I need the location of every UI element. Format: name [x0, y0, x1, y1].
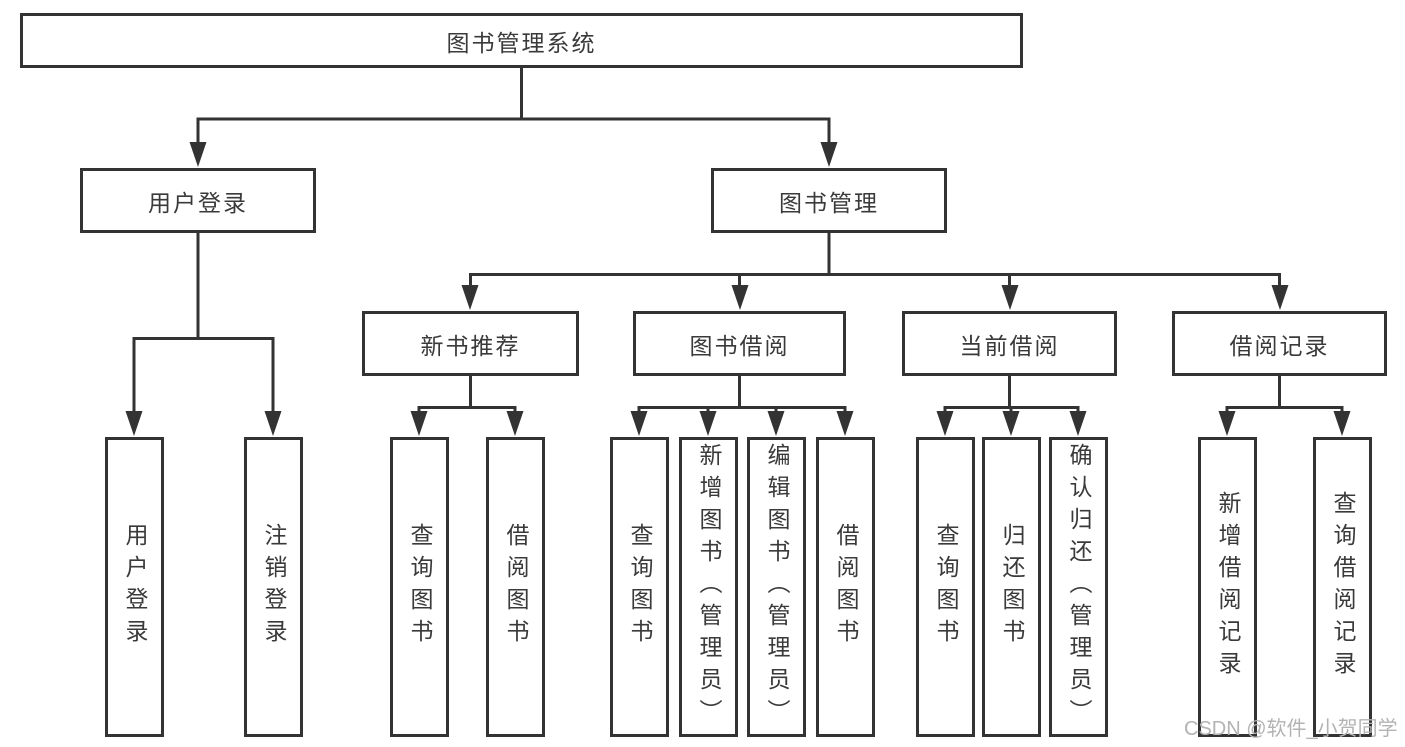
- leaf-add-borrow-record: 新增借阅记录: [1198, 437, 1257, 737]
- leaf-label: 查询图书: [407, 523, 433, 651]
- watermark: CSDN @软件_小贺同学: [1184, 718, 1398, 740]
- leaf-label: 编辑图书（管理员）: [764, 443, 790, 731]
- leaf-label: 查询图书: [933, 523, 959, 651]
- leaf-edit-book-admin: 编辑图书（管理员）: [747, 437, 806, 737]
- arrow-down-icon: [125, 411, 143, 436]
- arrow-down-icon: [461, 285, 479, 310]
- arrow-down-icon: [264, 411, 282, 436]
- arrow-down-icon: [1069, 411, 1087, 436]
- leaf-label: 查询借阅记录: [1330, 491, 1356, 683]
- arrow-down-icon: [1271, 285, 1289, 310]
- arrow-down-icon: [699, 411, 717, 436]
- node-borrow-records: 借阅记录: [1172, 311, 1387, 376]
- node-current-borrow: 当前借阅: [902, 311, 1117, 376]
- leaf-logout: 注销登录: [244, 437, 303, 737]
- leaf-label: 借阅图书: [833, 523, 859, 651]
- arrow-down-icon: [936, 411, 954, 436]
- node-user-login: 用户登录: [80, 168, 316, 233]
- node-new-book-recommend: 新书推荐: [362, 311, 579, 376]
- node-book-management: 图书管理: [711, 168, 947, 233]
- leaf-return-book: 归还图书: [982, 437, 1041, 737]
- arrow-down-icon: [767, 411, 785, 436]
- arrow-down-icon: [1218, 411, 1236, 436]
- arrow-down-icon: [1333, 411, 1351, 436]
- leaf-label: 归还图书: [999, 523, 1025, 651]
- node-library-management-system: 图书管理系统: [20, 13, 1023, 68]
- leaf-label: 查询图书: [627, 523, 653, 651]
- arrow-down-icon: [1001, 285, 1019, 310]
- arrowheads: [125, 142, 1351, 436]
- leaf-query-books-recommend: 查询图书: [390, 437, 449, 737]
- leaf-add-book-admin: 新增图书（管理员）: [679, 437, 738, 737]
- leaf-label: 新增借阅记录: [1215, 491, 1241, 683]
- connector-userlogin-fork: [132, 337, 275, 418]
- arrow-down-icon: [731, 285, 749, 310]
- arrow-down-icon: [836, 411, 854, 436]
- leaf-label: 借阅图书: [503, 523, 529, 651]
- leaf-query-books-borrow: 查询图书: [610, 437, 669, 737]
- leaf-borrow-books-recommend: 借阅图书: [486, 437, 545, 737]
- leaf-label: 注销登录: [261, 523, 287, 651]
- leaf-label: 用户登录: [122, 523, 148, 651]
- leaf-label: 新增图书（管理员）: [696, 443, 722, 731]
- arrow-down-icon: [189, 142, 207, 167]
- connector-bookmgmt-fork: [469, 273, 1281, 292]
- arrow-down-icon: [820, 142, 838, 167]
- leaf-confirm-return-admin: 确认归还（管理员）: [1049, 437, 1108, 737]
- arrow-down-icon: [630, 411, 648, 436]
- leaf-borrow-books: 借阅图书: [816, 437, 875, 737]
- arrow-down-icon: [410, 411, 428, 436]
- arrow-down-icon: [1002, 411, 1020, 436]
- node-book-borrow: 图书借阅: [633, 311, 846, 376]
- leaf-label: 确认归还（管理员）: [1066, 443, 1092, 731]
- leaf-user-login: 用户登录: [105, 437, 164, 737]
- leaf-query-borrow-record: 查询借阅记录: [1313, 437, 1372, 737]
- arrow-down-icon: [506, 411, 524, 436]
- leaf-query-books-current: 查询图书: [916, 437, 975, 737]
- connector-root-fork: [196, 117, 831, 150]
